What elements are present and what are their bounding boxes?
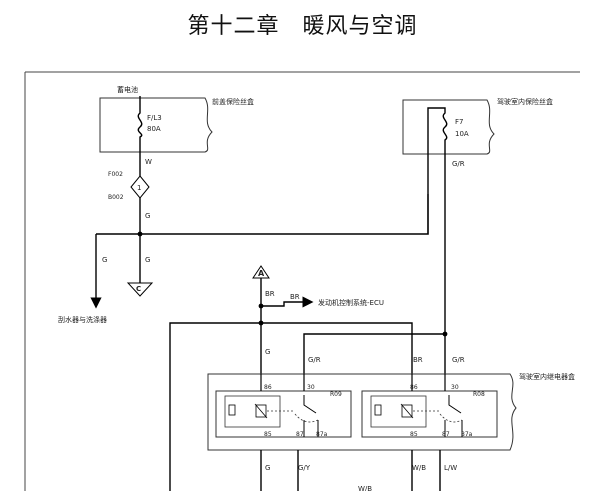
relay-r09-pin30: 30 (307, 384, 315, 391)
relay-r09-frame (215, 390, 352, 438)
relay-r09-lead (260, 374, 305, 391)
relay-r08-pin87: 87 (442, 431, 450, 438)
front-fuse-box (99, 97, 213, 153)
relay-contacts (444, 420, 463, 437)
wiper-washer-label: 刮水器与洗涤器 (58, 315, 107, 324)
connector-number: 1 (137, 184, 141, 192)
relay-r09-pin87a: 87a (316, 431, 328, 438)
wire-segment (169, 322, 261, 491)
wire-label-gy: G/Y (298, 464, 311, 472)
wire-label-br: BR (290, 293, 300, 301)
ecu-label: 发动机控制系统-ECU (318, 298, 384, 307)
relay-r09-pin86: 86 (264, 384, 272, 391)
front-fuse-box-label: 前盖保险丝盒 (212, 97, 254, 106)
resistor-icon (228, 404, 236, 416)
fuse-fl3-rating: 80A (147, 125, 161, 133)
cabin-fuse-box (402, 99, 495, 155)
junction-dot (137, 231, 143, 237)
relay-contact-dashed (294, 413, 319, 423)
ground-icon (126, 282, 154, 297)
relay-r08-lead (411, 374, 446, 391)
wire-segment (261, 322, 413, 374)
fuse-fl3-icon (137, 96, 143, 158)
ground-label: C (136, 285, 141, 293)
wire-label-g: G (265, 348, 270, 356)
wire-label-g: G (145, 256, 150, 264)
relay-contacts (303, 420, 319, 437)
wire-label-g: G (265, 464, 270, 472)
chapter-name: 暖风与空调 (302, 14, 418, 39)
fuse-f7-id: F7 (455, 118, 463, 126)
relay-r08-frame (361, 390, 498, 438)
cabin-fuse-box-label: 驾驶室内保险丝盒 (497, 97, 553, 106)
relay-r08-name: R08 (473, 391, 485, 398)
relay-r09-inner (224, 395, 281, 428)
coil-diagonal (254, 403, 268, 419)
battery-label: 蓄电池 (117, 85, 138, 94)
relay-r09-pin85: 85 (264, 431, 272, 438)
diagram-frame (24, 71, 580, 491)
wire-label-wb: W/B (412, 464, 426, 472)
relay-r08-pin86: 86 (410, 384, 418, 391)
relay-r09-pin87: 87 (296, 431, 304, 438)
relay-r08-pin87a: 87a (461, 431, 473, 438)
chapter-title: 第十二章 暖风与空调 (0, 8, 605, 40)
resistor-icon (374, 404, 382, 416)
wire-label-g: G (102, 256, 107, 264)
relay-contact-dashed (439, 413, 463, 423)
fuse-f7-icon (427, 107, 448, 334)
wire-label-br: BR (265, 290, 275, 298)
connector-top-label: F002 (108, 171, 123, 178)
wire-label-gr: G/R (452, 160, 465, 168)
connector-a-label: A (258, 269, 265, 278)
wire-segment (303, 333, 445, 374)
fuse-f7-rating: 10A (455, 130, 469, 138)
wire-label-wb: W/B (358, 485, 372, 491)
wire-label-lw: L/W (444, 464, 457, 472)
fuse-fl3-id: F/L3 (147, 114, 162, 122)
relay-r08-inner (370, 395, 427, 428)
relay-switch-icon (448, 395, 462, 414)
wire-label-br: BR (413, 356, 423, 364)
wire-label-g: G (145, 212, 150, 220)
wire-to-ecu (261, 296, 314, 308)
relay-r09-name: R09 (330, 391, 342, 398)
relay-r08-pin85: 85 (410, 431, 418, 438)
wire-label-w: W (145, 158, 152, 166)
chapter-number: 第十二章 (187, 14, 280, 39)
wire-segment (260, 450, 441, 491)
relay-switch-icon (303, 395, 317, 414)
wire-label-gr: G/R (308, 356, 321, 364)
coil-diagonal (400, 403, 414, 419)
wire-bus (96, 194, 429, 235)
relay-r08-pin30: 30 (451, 384, 459, 391)
relay-box-label: 驾驶室内继电器盒 (519, 372, 575, 381)
relay-box (207, 373, 517, 451)
connector-bottom-label: B002 (108, 194, 124, 201)
wire-label-gr: G/R (452, 356, 465, 364)
